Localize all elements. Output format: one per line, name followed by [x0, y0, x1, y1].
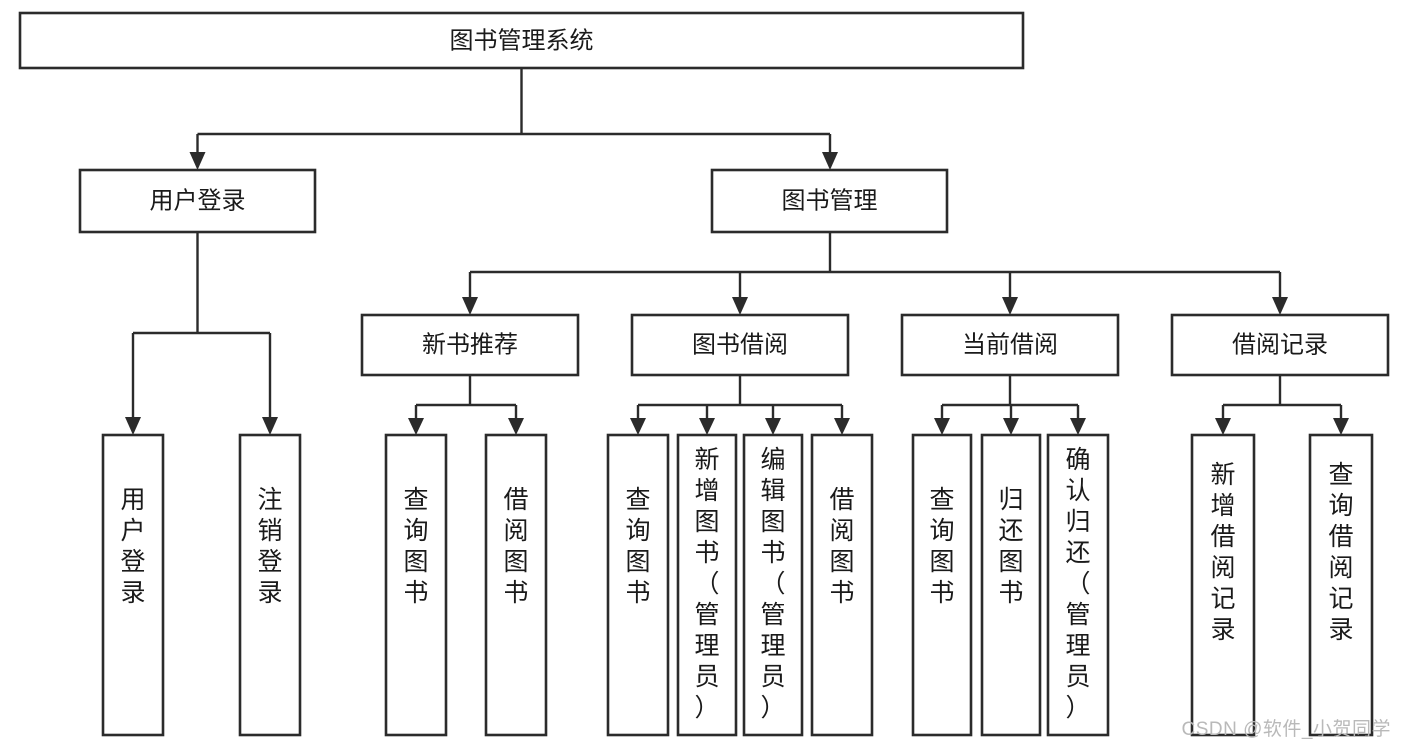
node-leaf-logout-label: 注销登录: [257, 486, 282, 607]
node-leaf-nb-borrow-book-box: [484, 433, 548, 737]
arrow-head-nb-query: [408, 418, 424, 435]
arrow-head-current-borrow: [1002, 297, 1018, 315]
csdn-watermark: CSDN @软件_小贺同学: [1181, 719, 1391, 740]
node-leaf-bb-borrow-book[interactable]: 借阅图书: [810, 433, 874, 737]
node-new-book-recommend-label: 新书推荐: [422, 331, 518, 358]
node-root-label: 图书管理系统: [450, 27, 594, 54]
node-book-borrow-box: [630, 313, 850, 377]
arrow-head-user-login: [189, 152, 206, 170]
node-leaf-bb-query-book-box: [606, 433, 670, 737]
arrow-head-book-borrow: [732, 297, 748, 315]
node-current-borrow-label: 当前借阅: [962, 331, 1058, 358]
node-book-manage[interactable]: 图书管理: [710, 168, 949, 234]
node-leaf-bb-query-book-label: 查询图书: [625, 486, 650, 607]
arrow-head-br-add: [1215, 418, 1231, 435]
node-leaf-nb-borrow-book[interactable]: 借阅图书: [484, 433, 548, 737]
node-current-borrow-box: [900, 313, 1120, 377]
node-leaf-br-add-record-label: 新增借阅记录: [1210, 461, 1235, 644]
arrow-head-bb-add: [699, 418, 715, 435]
node-borrow-record-label: 借阅记录: [1232, 331, 1328, 358]
node-new-book-recommend-box: [360, 313, 580, 377]
node-leaf-cb-query-book[interactable]: 查询图书: [911, 433, 973, 737]
connector-group-book-manage: [462, 232, 1288, 315]
node-root-box: [18, 11, 1025, 70]
node-leaf-cb-confirm-return[interactable]: 确认归还（管理员）: [1046, 433, 1110, 737]
arrow-head-cb-query: [934, 418, 950, 435]
node-leaf-bb-borrow-book-box: [810, 433, 874, 737]
connector-group-book-borrow: [630, 375, 850, 435]
node-leaf-bb-add-book-box: [676, 433, 738, 737]
node-leaf-logout-box: [238, 433, 302, 737]
arrow-head-bb-query: [630, 418, 646, 435]
node-leaf-bb-edit-book-label: 编辑图书（管理员）: [760, 446, 785, 722]
connector-group-new-book: [408, 375, 524, 435]
node-new-book-recommend[interactable]: 新书推荐: [360, 313, 580, 377]
node-leaf-cb-query-book-box: [911, 433, 973, 737]
arrow-head-cb-confirm: [1070, 418, 1086, 435]
node-root[interactable]: 图书管理系统: [18, 11, 1025, 70]
node-leaf-cb-confirm-return-label: 确认归还（管理员）: [1065, 446, 1090, 722]
node-leaf-cb-confirm-return-box: [1046, 433, 1110, 737]
connector-group-root: [189, 68, 838, 170]
node-book-borrow[interactable]: 图书借阅: [630, 313, 850, 377]
node-borrow-record-box: [1170, 313, 1390, 377]
node-leaf-bb-query-book[interactable]: 查询图书: [606, 433, 670, 737]
node-book-manage-label: 图书管理: [782, 187, 878, 214]
node-current-borrow[interactable]: 当前借阅: [900, 313, 1120, 377]
node-leaf-user-login-box: [101, 433, 165, 737]
node-user-login[interactable]: 用户登录: [78, 168, 317, 234]
arrow-head-bb-borrow: [834, 418, 850, 435]
arrow-head-leaf-logout: [262, 417, 278, 435]
node-leaf-cb-return-book[interactable]: 归还图书: [980, 433, 1042, 737]
arrow-head-bb-edit: [765, 418, 781, 435]
node-leaf-cb-return-book-label: 归还图书: [998, 486, 1023, 607]
arrow-head-book-manage: [822, 152, 838, 170]
node-leaf-br-query-record[interactable]: 查询借阅记录: [1308, 433, 1374, 737]
node-borrow-record[interactable]: 借阅记录: [1170, 313, 1390, 377]
node-leaf-br-add-record-box: [1190, 433, 1256, 737]
node-book-borrow-label: 图书借阅: [692, 331, 788, 358]
node-leaf-bb-edit-book[interactable]: 编辑图书（管理员）: [742, 433, 804, 737]
arrow-head-nb-borrow: [508, 418, 524, 435]
node-leaf-logout[interactable]: 注销登录: [238, 433, 302, 737]
node-leaf-nb-borrow-book-label: 借阅图书: [503, 486, 528, 607]
node-user-login-box: [78, 168, 317, 234]
connector-group-user-login: [125, 232, 278, 435]
node-leaf-nb-query-book-box: [384, 433, 448, 737]
connector-group-borrow-record: [1215, 375, 1349, 435]
arrow-head-cb-return: [1003, 418, 1019, 435]
node-leaf-nb-query-book-label: 查询图书: [403, 486, 428, 607]
node-leaf-bb-add-book[interactable]: 新增图书（管理员）: [676, 433, 738, 737]
arrow-head-br-query: [1333, 418, 1349, 435]
node-leaf-br-query-record-box: [1308, 433, 1374, 737]
node-leaf-bb-add-book-label: 新增图书（管理员）: [694, 446, 719, 722]
node-leaf-nb-query-book[interactable]: 查询图书: [384, 433, 448, 737]
node-leaf-cb-query-book-label: 查询图书: [929, 486, 954, 607]
node-leaf-cb-return-book-box: [980, 433, 1042, 737]
node-user-login-label: 用户登录: [150, 187, 246, 214]
arrow-head-borrow-record: [1272, 297, 1288, 315]
node-leaf-user-login[interactable]: 用户登录: [101, 433, 165, 737]
node-book-manage-box: [710, 168, 949, 234]
node-leaf-br-add-record[interactable]: 新增借阅记录: [1190, 433, 1256, 737]
arrow-head-leaf-user-login: [125, 417, 141, 435]
node-leaf-bb-edit-book-box: [742, 433, 804, 737]
arrow-head-new-book: [462, 297, 478, 315]
node-leaf-bb-borrow-book-label: 借阅图书: [829, 486, 854, 607]
node-leaf-user-login-label: 用户登录: [120, 486, 145, 607]
connector-group-current-borrow: [934, 375, 1086, 435]
node-leaf-br-query-record-label: 查询借阅记录: [1328, 461, 1353, 644]
